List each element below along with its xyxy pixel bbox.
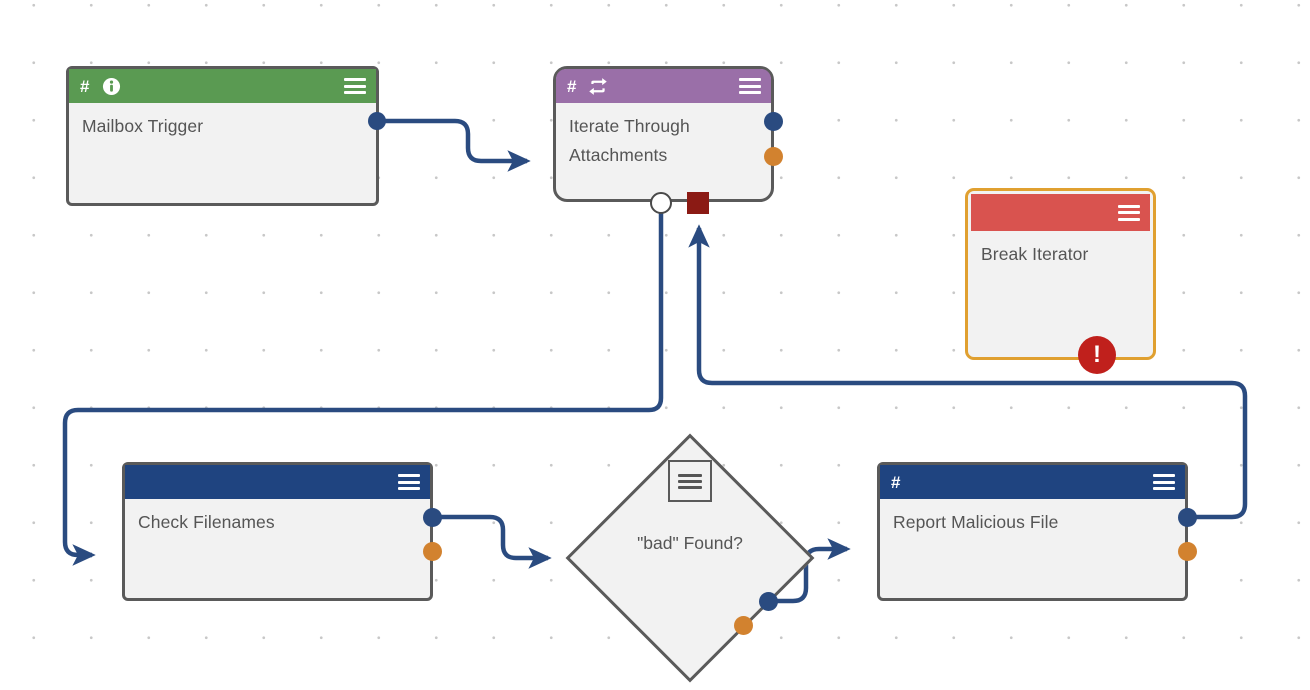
report-malicious-file-error-port[interactable] (1178, 542, 1197, 561)
decision-true-port[interactable] (759, 592, 778, 611)
iterate-loop-item-port[interactable] (650, 192, 672, 214)
check-filenames-output-port[interactable] (423, 508, 442, 527)
hamburger-menu-icon[interactable] (678, 473, 702, 489)
hamburger-menu-icon[interactable] (398, 474, 420, 490)
mailbox-trigger-header: # (69, 69, 376, 103)
iterate-through-attachments-node[interactable]: # Iterate Through Attachments (553, 66, 774, 202)
edge-check-filenames-to-decision (438, 514, 552, 569)
edge-mailbox-to-iterate (382, 118, 531, 172)
mailbox-trigger-title: Mailbox Trigger (82, 116, 204, 136)
break-iterator-title: Break Iterator (981, 244, 1089, 264)
break-iterator-header (971, 194, 1150, 231)
break-iterator-node[interactable]: Break Iterator (965, 188, 1156, 360)
hamburger-menu-icon[interactable] (739, 78, 761, 94)
iterate-header: # (556, 69, 771, 103)
report-malicious-file-output-port[interactable] (1178, 508, 1197, 527)
iterate-error-port[interactable] (764, 147, 783, 166)
report-malicious-file-node[interactable]: # Report Malicious File (877, 462, 1188, 601)
check-filenames-node[interactable]: Check Filenames (122, 462, 433, 601)
repeat-icon (588, 76, 608, 96)
hash-icon: # (567, 76, 577, 96)
report-malicious-file-title: Report Malicious File (893, 512, 1059, 532)
iterate-title: Iterate Through Attachments (569, 116, 690, 165)
hash-icon: # (80, 76, 90, 96)
iterate-output-port[interactable] (764, 112, 783, 131)
report-malicious-file-header: # (880, 465, 1185, 499)
info-icon (101, 76, 121, 96)
mailbox-trigger-node[interactable]: # Mailbox Trigger (66, 66, 379, 206)
check-filenames-error-port[interactable] (423, 542, 442, 561)
hamburger-menu-icon[interactable] (1118, 204, 1140, 221)
check-filenames-header (125, 465, 430, 499)
iterate-loop-back-port[interactable] (687, 192, 709, 214)
hash-icon: # (891, 472, 901, 492)
hamburger-menu-icon[interactable] (1153, 474, 1175, 490)
mailbox-trigger-output-port[interactable] (368, 112, 386, 130)
decision-label: "bad" Found? (637, 533, 743, 553)
break-iterator-error-badge[interactable]: ! (1078, 336, 1116, 374)
hamburger-menu-icon[interactable] (344, 78, 366, 94)
decision-menu-box[interactable] (668, 460, 712, 502)
check-filenames-title: Check Filenames (138, 512, 275, 532)
decision-false-port[interactable] (734, 616, 753, 635)
error-badge-label: ! (1093, 341, 1101, 368)
